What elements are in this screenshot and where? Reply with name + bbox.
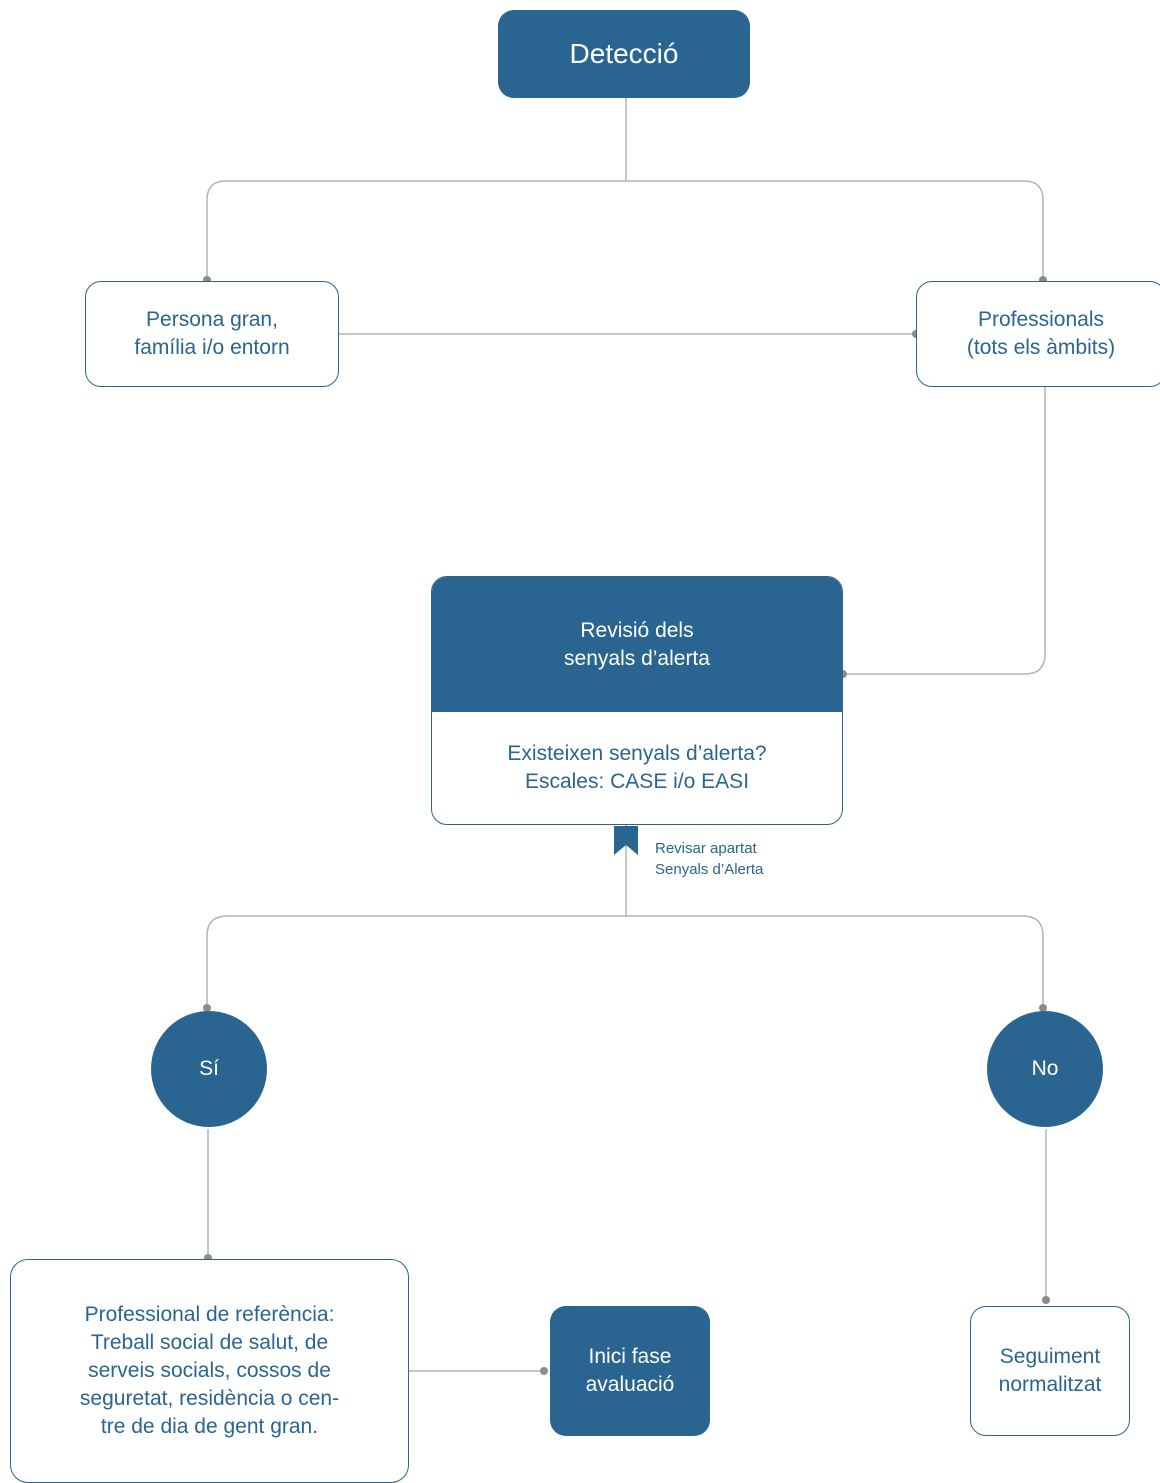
node-professionals: Professionals (tots els àmbits) [916,281,1160,387]
node-persona-gran: Persona gran, família i/o entorn [85,281,339,387]
node-no: No [987,1011,1103,1127]
node-professional-referencia: Professional de referència: Treball soci… [10,1259,409,1483]
node-inici-fase-label: Inici fase avaluació [585,1345,675,1396]
node-revisio: Revisió dels senyals d’alerta Existeixen… [431,576,843,825]
node-no-label: No [1031,1057,1059,1080]
node-revisio-body: Existeixen senyals d’alerta? Escales: CA… [432,712,842,824]
node-deteccio: Detecció [498,10,750,98]
node-deteccio-label: Detecció [569,38,679,70]
node-si: Sí [151,1011,267,1127]
node-si-label: Sí [199,1057,219,1080]
node-seguiment: Seguiment normalitzat [970,1306,1130,1436]
node-professionals-label: Professionals (tots els àmbits) [966,308,1116,359]
bookmark-icon [614,826,638,855]
node-professional-referencia-label: Professional de referència: Treball soci… [79,1303,340,1438]
node-revisio-header: Revisió dels senyals d’alerta [432,577,842,712]
annotation-revisar-apartat: Revisar apartat Senyals d’Alerta [655,840,764,878]
node-revisio-header-label: Revisió dels senyals d’alerta [564,618,710,670]
node-persona-gran-label: Persona gran, família i/o entorn [134,308,290,359]
node-inici-fase: Inici fase avaluació [550,1306,710,1436]
node-seguiment-label: Seguiment normalitzat [998,1345,1102,1396]
node-revisio-body-label: Existeixen senyals d’alerta? Escales: CA… [507,742,767,793]
